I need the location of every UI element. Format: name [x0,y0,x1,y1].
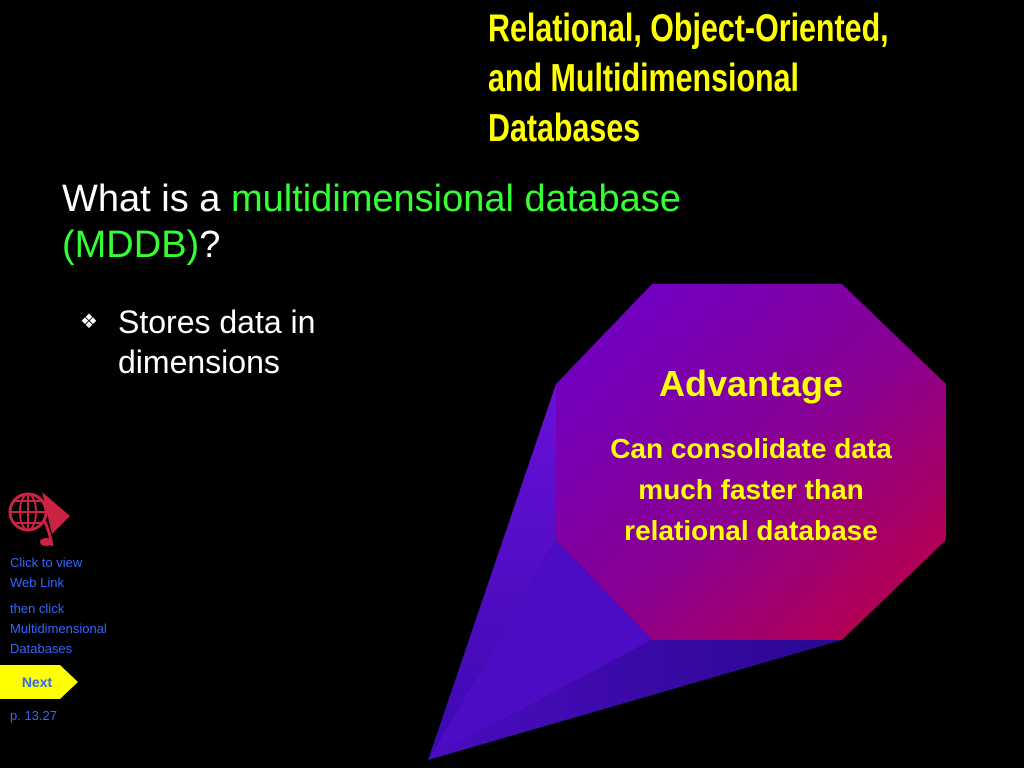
next-button-label: Next [21,674,53,690]
advantage-heading: Advantage [658,363,844,404]
bullet-text: Stores data in dimensions [118,304,316,380]
question-heading: What is a multidimensional database (MDDB… [62,176,922,268]
cone-lower-face [428,640,842,760]
page-reference: p. 13.27 [10,708,57,723]
question-highlight-term: multidimensional database [230,178,681,220]
web-link-line-3: then click [10,601,65,616]
web-link-line-2: Web Link [10,575,64,590]
web-link-line-5: Databases [10,641,73,656]
slide-title: Relational, Object-Oriented, and Multidi… [488,4,901,154]
diamond-bullet-icon: ❖ [80,311,98,333]
question-prefix: What is a [62,178,231,220]
globe-mouse-icon[interactable] [6,486,76,548]
question-highlight-acronym: (MDDB) [62,224,200,266]
next-button[interactable]: Next [0,665,78,699]
web-link-line-4: Multidimensional [10,621,107,636]
question-suffix: ? [199,224,221,266]
cone-left-face [428,384,556,760]
cone-bottom-face [428,540,652,760]
title-line-1: Relational, Object-Oriented, [488,7,889,50]
next-arrow-shape [0,665,78,699]
web-link-instructions[interactable]: Click to view Web Link then click Multid… [10,553,130,659]
bullet-item: ❖ Stores data in dimensions [80,302,420,382]
title-line-2: and Multidimensional [488,57,799,100]
advantage-body: Can consolidate data much faster than re… [610,433,892,546]
advantage-octagon [556,284,946,640]
advantage-callout: Advantage Can consolidate data much fast… [600,362,902,551]
title-line-3: Databases [488,107,641,150]
web-link-line-1: Click to view [10,555,83,570]
